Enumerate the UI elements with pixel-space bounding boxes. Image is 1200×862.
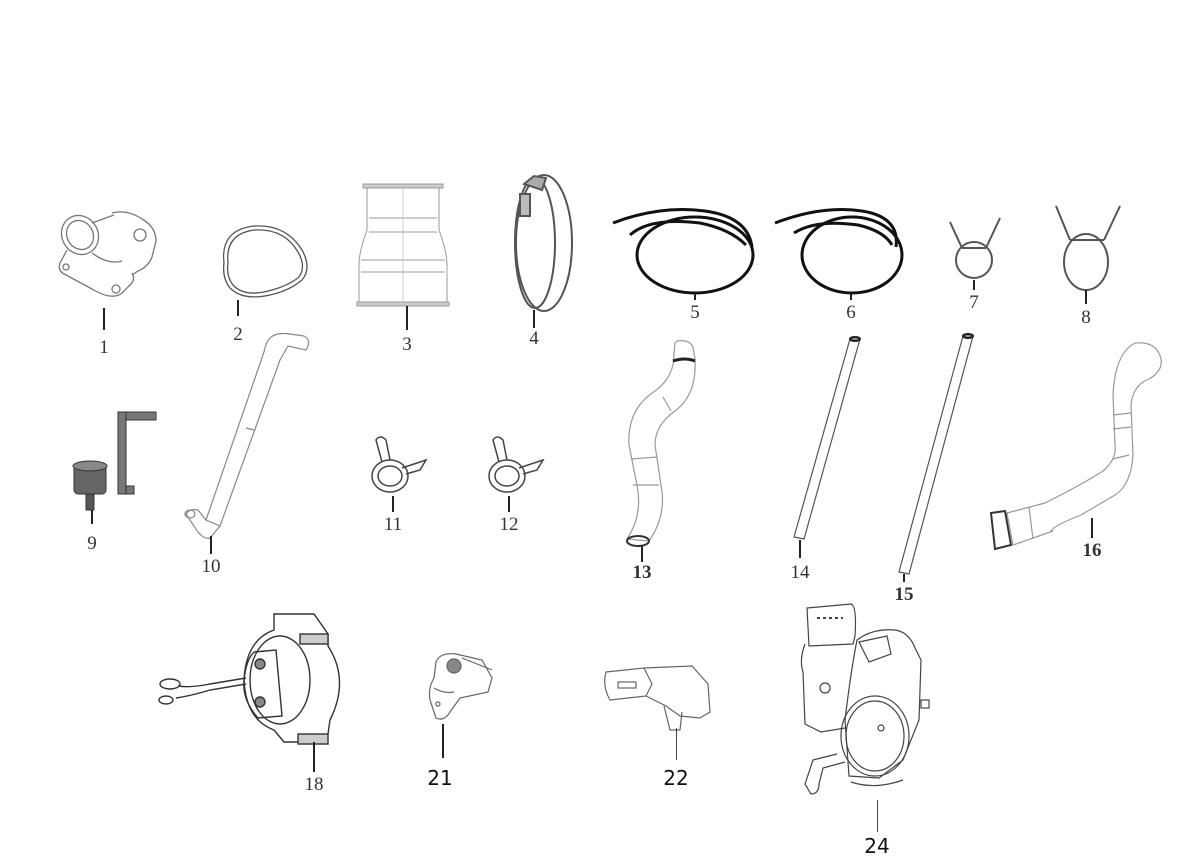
part-label-4: 4 <box>529 328 539 349</box>
leader-line-13 <box>641 546 643 562</box>
part-label-15: 15 <box>894 584 914 605</box>
spring-clip-11-drawing <box>371 436 428 493</box>
curved-hose-13-drawing <box>625 340 696 547</box>
wire-clip-8-drawing <box>1055 205 1121 291</box>
part-label-3: 3 <box>402 334 412 355</box>
part-label-9: 9 <box>87 533 97 554</box>
sensor-21-drawing <box>428 653 493 720</box>
part-label-5: 5 <box>690 302 700 323</box>
spring-clip-12-drawing <box>488 436 545 493</box>
part-label-13: 13 <box>632 562 652 583</box>
bent-tube-drawing <box>184 332 310 539</box>
leader-line-7 <box>973 280 975 290</box>
leader-line-2 <box>237 300 239 316</box>
part-label-7: 7 <box>969 292 979 313</box>
part-label-12: 12 <box>499 514 519 535</box>
leader-line-22 <box>676 728 677 760</box>
part-label-1: 1 <box>99 337 109 358</box>
part-label-2: 2 <box>233 324 243 345</box>
leader-line-8 <box>1085 290 1087 304</box>
leader-line-5 <box>694 293 696 300</box>
leader-line-11 <box>392 496 394 512</box>
part-label-6: 6 <box>846 302 856 323</box>
leader-line-1 <box>103 308 105 330</box>
part-label-8: 8 <box>1081 307 1091 328</box>
part-label-18: 18 <box>304 774 324 795</box>
leader-line-10 <box>210 536 212 554</box>
leader-line-14 <box>799 540 801 558</box>
leader-line-6 <box>850 293 852 300</box>
leader-line-15 <box>903 574 905 582</box>
part-label-21: 21 <box>427 766 453 790</box>
leader-line-21 <box>442 724 444 758</box>
part-label-24: 24 <box>864 834 890 858</box>
leader-line-16 <box>1091 518 1093 538</box>
pressure-sensor-drawing <box>604 665 711 731</box>
curved-intake-hose-drawing <box>989 342 1162 551</box>
hose-loop-5-drawing <box>612 208 755 295</box>
bracket-grommet-drawing <box>72 411 157 511</box>
leader-line-12 <box>508 496 510 512</box>
straight-tube-15-drawing <box>898 333 974 575</box>
part-label-11: 11 <box>383 514 403 535</box>
throttle-body-drawing <box>800 603 930 795</box>
part-label-10: 10 <box>201 556 221 577</box>
ignition-coil-drawing <box>158 613 341 745</box>
band-clamp-drawing <box>514 174 573 312</box>
leader-line-3 <box>406 306 408 330</box>
leader-line-18 <box>313 742 315 772</box>
part-label-16: 16 <box>1082 540 1102 561</box>
wire-clip-7-drawing <box>949 217 1001 279</box>
straight-tube-14-drawing <box>793 336 861 540</box>
hose-loop-6-drawing <box>774 208 904 295</box>
intake-manifold-drawing <box>58 211 157 297</box>
part-label-22: 22 <box>663 766 689 790</box>
part-label-14: 14 <box>790 562 810 583</box>
leader-line-9 <box>91 510 93 524</box>
o-ring-drawing <box>222 225 308 298</box>
rubber-boot-drawing <box>356 183 450 307</box>
leader-line-24 <box>877 800 878 832</box>
leader-line-4 <box>533 310 535 328</box>
